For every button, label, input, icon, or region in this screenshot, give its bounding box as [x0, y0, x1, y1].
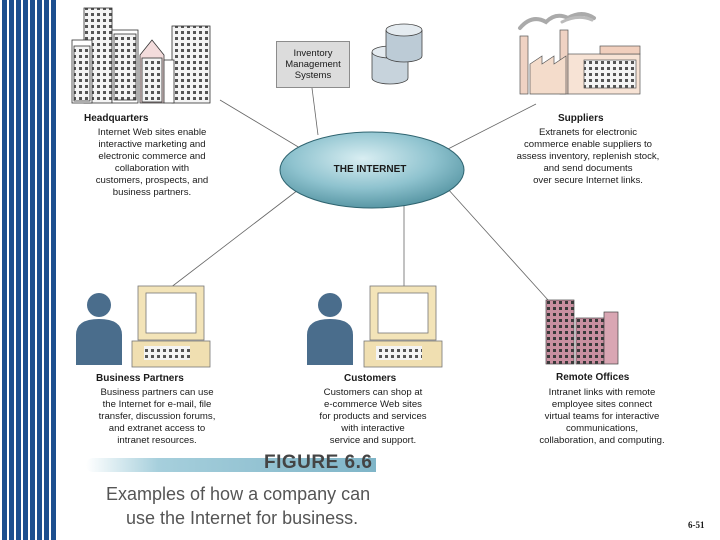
- remote-offices-line: employee sites connect: [551, 399, 653, 410]
- line-suppliers-internet: [445, 103, 537, 151]
- customer-computer-icon: [363, 285, 443, 368]
- customers-line: for products and services: [319, 411, 427, 422]
- headquarters-line: collaboration with: [114, 163, 190, 174]
- remote-offices-line: Intranet links with remote: [548, 387, 656, 398]
- customers-line: Customers can shop at: [323, 387, 423, 398]
- customers-line: with interactive: [341, 423, 405, 434]
- customers-description: Customers can shop at e-commerce Web sit…: [292, 387, 454, 447]
- business-partners-line: intranet resources.: [117, 435, 197, 446]
- headquarters-line: electronic commerce and: [98, 151, 206, 162]
- line-remote-internet: [446, 187, 549, 301]
- headquarters-line: business partners.: [112, 187, 192, 198]
- figure-label-band: [86, 458, 376, 472]
- suppliers-line: assess inventory, replenish stock,: [516, 151, 660, 162]
- slide-sidebar-stripes: [0, 0, 56, 540]
- inventory-label-line-1: Inventory: [293, 48, 333, 59]
- headquarters-buildings-icon: [71, 7, 211, 104]
- suppliers-line: Extranets for electronic: [538, 127, 638, 138]
- business-partners-line: transfer, discussion forums,: [98, 411, 216, 422]
- headquarters-line: interactive marketing and: [98, 139, 206, 150]
- headquarters-title: Headquarters: [84, 113, 149, 124]
- suppliers-line: and send documents: [543, 163, 633, 174]
- business-partner-person-icon: [76, 293, 122, 365]
- remote-offices-buildings-icon: [545, 299, 619, 365]
- internet-label: THE INTERNET: [333, 164, 407, 175]
- business-partners-line: Business partners can use: [100, 387, 214, 398]
- figure-title: FIGURE 6.6: [264, 452, 373, 473]
- line-headquarters-internet: [219, 99, 301, 149]
- remote-offices-title: Remote Offices: [556, 372, 630, 383]
- inventory-label-line-2: Management: [285, 59, 341, 70]
- database-icon: [371, 23, 423, 85]
- inventory-label-line-3: Systems: [294, 70, 332, 81]
- internet-ellipse: [279, 131, 465, 209]
- line-partners-internet: [169, 189, 299, 289]
- customers-line: e-commerce Web sites: [324, 399, 422, 410]
- figure-caption-line-2: use the Internet for business.: [126, 508, 359, 528]
- line-inventory-internet: [311, 87, 319, 136]
- figure-caption-line-1: Examples of how a company can: [106, 484, 371, 504]
- customer-person-icon: [307, 293, 353, 365]
- remote-offices-line: collaboration, and computing.: [539, 435, 665, 446]
- headquarters-line: customers, prospects, and: [95, 175, 209, 186]
- remote-offices-line: communications,: [566, 423, 638, 434]
- slide-page-number: 6-51: [688, 520, 705, 530]
- suppliers-line: over secure Internet links.: [533, 175, 643, 186]
- business-partner-computer-icon: [131, 285, 211, 368]
- headquarters-description: Internet Web sites enable interactive ma…: [72, 127, 232, 199]
- suppliers-description: Extranets for electronic commerce enable…: [500, 127, 676, 187]
- connector-lines: [169, 87, 549, 301]
- headquarters-line: Internet Web sites enable: [97, 127, 207, 138]
- customers-title: Customers: [344, 373, 397, 384]
- suppliers-line: commerce enable suppliers to: [524, 139, 652, 150]
- business-partners-line: the Internet for e-mail, file: [102, 399, 212, 410]
- remote-offices-line: virtual teams for interactive: [544, 411, 660, 422]
- customers-line: service and support.: [329, 435, 417, 446]
- supplier-factory-icon: [518, 12, 641, 95]
- suppliers-title: Suppliers: [558, 113, 604, 124]
- business-partners-description: Business partners can use the Internet f…: [72, 387, 242, 447]
- remote-offices-description: Intranet links with remote employee site…: [522, 387, 682, 447]
- business-partners-line: and extranet access to: [108, 423, 206, 434]
- inventory-systems-box: Inventory Management Systems: [276, 41, 350, 88]
- business-partners-title: Business Partners: [96, 373, 184, 384]
